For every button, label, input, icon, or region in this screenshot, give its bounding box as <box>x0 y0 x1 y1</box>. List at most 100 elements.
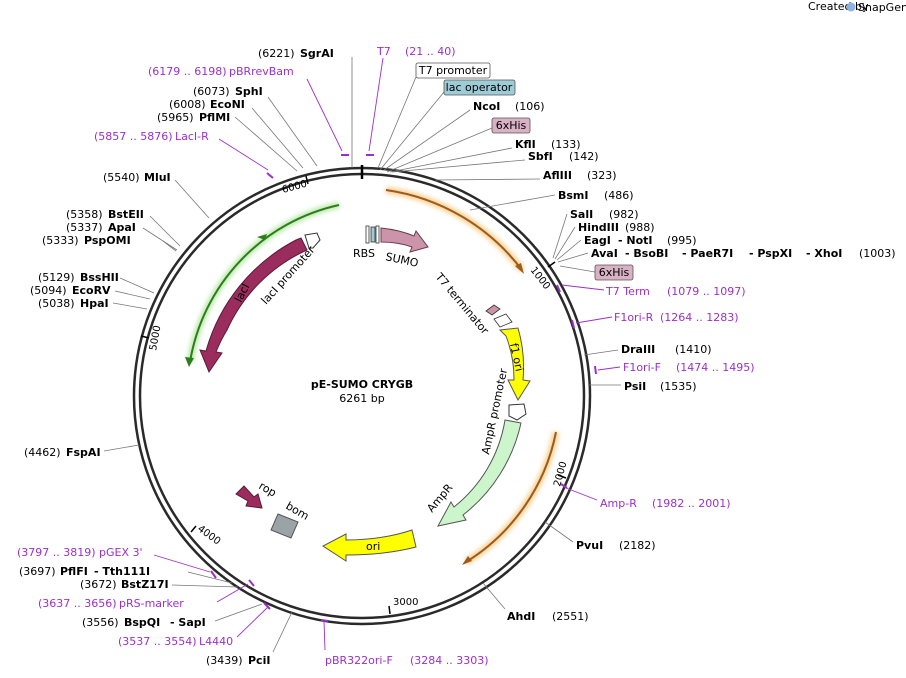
lac-operator-feature[interactable] <box>370 226 376 243</box>
site-draiii[interactable]: DraIII (1410) <box>583 343 712 356</box>
primer-pbr322[interactable]: pBR322ori-F (3284 .. 3303) <box>320 619 489 667</box>
primer-prs-name: pRS-marker <box>119 597 184 610</box>
tick-3000: 3000 <box>393 597 418 608</box>
primer-t7term[interactable]: T7 Term (1079 .. 1097) <box>556 284 746 298</box>
site-bsmi-name: BsmI <box>558 189 589 202</box>
site-hindiii-name: HindIII <box>578 221 619 234</box>
ampr-feature[interactable] <box>437 419 522 527</box>
site-sgrai-pos: (6221) <box>258 47 295 60</box>
site-bsshii-pos: (5129) <box>38 271 75 284</box>
site-aflii-name: AflIII <box>543 169 572 182</box>
site-bsteii-name: BstEII <box>108 208 144 221</box>
site-kfli-name: KflI <box>515 138 536 151</box>
primer-t7[interactable]: T7 (21 .. 40) <box>366 45 456 156</box>
ori-feature[interactable] <box>322 529 417 562</box>
rbs-label: RBS <box>353 247 375 260</box>
site-hpai-name: HpaI <box>80 297 109 310</box>
primer-t7-name: T7 <box>376 45 391 58</box>
primer-pgex3[interactable]: (3797 .. 3819) pGEX 3' <box>17 546 217 579</box>
site-pflfi-name2: - Tth111I <box>94 565 150 578</box>
site-bstz17i[interactable]: (3672) BstZ17I <box>80 578 239 591</box>
primer-pgex3-range: (3797 .. 3819) <box>17 546 96 559</box>
site-avai-name2: - BsoBI <box>625 247 668 260</box>
site-mlui[interactable]: (5540) MluI <box>103 171 210 219</box>
site-pvui[interactable]: PvuI (2182) <box>544 521 656 552</box>
site-fspai-name: FspAI <box>66 446 101 459</box>
primer-pbrrevbam[interactable]: (6179 .. 6198) pBRrevBam <box>148 65 349 156</box>
tick-6000-line <box>305 175 309 185</box>
site-sgrai[interactable]: (6221) SgrAI <box>258 47 353 168</box>
t7-terminator-feature[interactable] <box>493 313 513 328</box>
site-hindiii[interactable]: HindIII (988) <box>554 221 655 260</box>
site-pcii[interactable]: (3439) PciI <box>206 611 293 667</box>
primer-laci-r[interactable]: (5857 .. 5876) LacI-R <box>94 130 274 179</box>
site-psii[interactable]: PsiI (1535) <box>588 380 697 393</box>
primer-prs[interactable]: (3637 .. 3656) pRS-marker <box>38 579 255 610</box>
primer-f1ori-r[interactable]: F1ori-R (1264 .. 1283) <box>571 311 739 329</box>
site-ncoi-name: NcoI <box>473 100 500 113</box>
sumo-feature[interactable] <box>380 227 429 253</box>
site-sbfi[interactable]: SbfI (142) <box>391 150 599 173</box>
box-6xhis-right-label: 6xHis <box>599 266 630 279</box>
site-apai[interactable]: (5337) ApaI <box>66 221 178 251</box>
site-bsteii[interactable]: (5358) BstEII <box>66 208 181 247</box>
site-avai[interactable]: AvaI - BsoBI - PaeR7I - PspXI - XhoI (10… <box>557 247 896 263</box>
box-6xhis-top[interactable]: 6xHis <box>386 117 531 173</box>
site-mlui-name: MluI <box>144 171 171 184</box>
f1-ori-feature[interactable] <box>498 327 531 402</box>
site-bspqi[interactable]: (3556) BspQI - SapI <box>82 603 263 629</box>
site-pflfi[interactable]: (3697) PflFI - Tth111I <box>19 565 233 584</box>
tick-1000: 1000 <box>528 265 552 292</box>
site-bspqi-pos: (3556) <box>82 616 119 629</box>
tick-5000-line <box>140 335 150 339</box>
primer-amp-r[interactable]: Amp-R (1982 .. 2001) <box>560 483 731 510</box>
site-ncoi[interactable]: NcoI (106) <box>383 100 545 171</box>
site-bsmi[interactable]: BsmI (486) <box>469 189 634 211</box>
tick-4000: 4000 <box>195 524 222 548</box>
site-hpai[interactable]: (5038) HpaI <box>38 297 148 310</box>
ampr-promoter-feature[interactable] <box>508 403 527 421</box>
site-eagi[interactable]: EagI - NotI (995) <box>556 234 697 261</box>
site-bsshii[interactable]: (5129) BssHII <box>38 271 155 294</box>
site-fspai-pos: (4462) <box>24 446 61 459</box>
sixhis-feature[interactable] <box>485 304 501 316</box>
laci-feature[interactable] <box>199 237 308 374</box>
site-pflmi[interactable]: (5965) PflMI <box>157 111 298 172</box>
site-ahdi-name: AhdI <box>507 610 535 623</box>
rbs-feature[interactable] <box>365 225 370 244</box>
rop-feature[interactable] <box>235 485 263 509</box>
site-aflii-pos: (323) <box>587 169 617 182</box>
tick-5000: 5000 <box>148 325 163 352</box>
tick-1000-line <box>547 261 556 268</box>
site-sphi-pos: (6073) <box>193 85 230 98</box>
site-pspomi[interactable]: (5333) PspOMI <box>42 234 177 252</box>
site-psii-name: PsiI <box>624 380 646 393</box>
box-lac-operator[interactable]: lac operator <box>379 79 516 171</box>
site-ecorv[interactable]: (5094) EcoRV <box>30 284 151 300</box>
box-6xhis-right[interactable]: 6xHis <box>559 264 634 281</box>
site-pcii-name: PciI <box>248 654 270 667</box>
site-sphi[interactable]: (6073) SphI <box>193 85 318 167</box>
site-avai-name5: - XhoI <box>806 247 842 260</box>
primer-l4440[interactable]: (3537 .. 3554) L4440 <box>118 602 271 648</box>
site-hindiii-pos: (988) <box>625 221 655 234</box>
site-sali[interactable]: SalI (982) <box>552 208 639 259</box>
box-lac-operator-label: lac operator <box>446 81 513 94</box>
site-ahdi[interactable]: AhdI (2551) <box>482 582 589 623</box>
site-kfli[interactable]: KflI (133) <box>389 138 581 173</box>
bom-feature[interactable] <box>270 513 299 539</box>
laci-promoter-arrow[interactable] <box>304 232 321 249</box>
site-fspai[interactable]: (4462) FspAI <box>24 444 140 459</box>
snapgene-logo-icon <box>846 2 856 12</box>
box-t7-promoter[interactable]: T7 promoter <box>377 62 491 169</box>
site-econi[interactable]: (6008) EcoNI <box>169 98 304 169</box>
site-bspqi-name2: - SapI <box>170 616 206 629</box>
primer-f1ori-f[interactable]: F1ori-F (1474 .. 1495) <box>594 361 755 375</box>
site-bspqi-name: BspQI <box>124 616 160 629</box>
site-apai-pos: (5337) <box>66 221 103 234</box>
primer-pbr322-name: pBR322ori-F <box>325 654 393 667</box>
site-eagi-name2: - NotI <box>618 234 653 247</box>
site-aflii[interactable]: AflIII (323) <box>434 169 617 182</box>
t7-promoter-feature[interactable] <box>375 225 380 244</box>
